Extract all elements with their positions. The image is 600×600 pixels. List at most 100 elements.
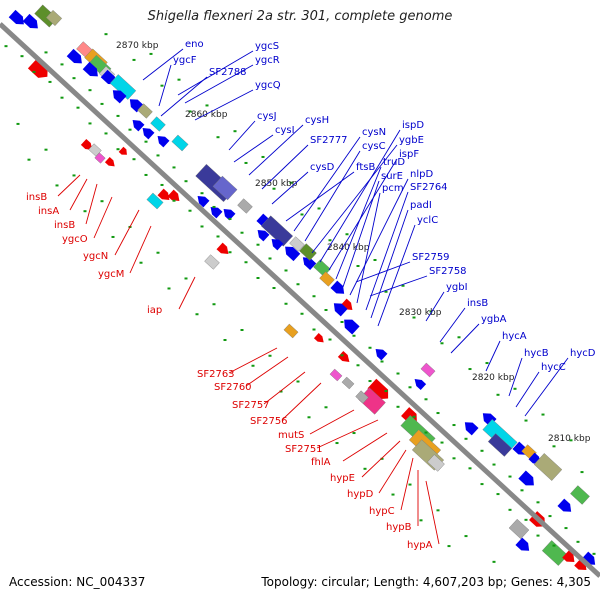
tick-mark xyxy=(419,519,423,522)
tick-mark xyxy=(20,55,24,58)
gene-arrow xyxy=(337,350,350,363)
leader-line xyxy=(369,275,428,297)
gene-label: cysN xyxy=(362,127,386,138)
tick-mark xyxy=(72,174,76,177)
tick-mark xyxy=(552,445,556,448)
leader-line xyxy=(356,192,381,304)
gene-label: insB xyxy=(467,298,488,309)
tick-mark xyxy=(508,508,512,511)
gene-label: ispF xyxy=(399,149,419,160)
tick-mark xyxy=(580,471,584,474)
feature-box xyxy=(570,485,590,505)
tick-mark xyxy=(296,283,300,286)
tick-mark xyxy=(268,354,272,357)
tick-mark xyxy=(380,360,384,363)
leader-line xyxy=(316,419,379,449)
gene-arrow xyxy=(515,537,530,551)
tick-mark xyxy=(172,199,176,202)
gene-label: ygbE xyxy=(399,135,424,146)
gene-arrow xyxy=(142,127,155,140)
gene-arrow xyxy=(333,303,348,317)
gene-label: cysI xyxy=(275,125,295,136)
gene-label: hycB xyxy=(524,348,549,359)
gene-arrow xyxy=(100,69,116,85)
gene-arrow xyxy=(330,280,345,294)
tick-mark xyxy=(356,265,360,267)
tick-mark xyxy=(524,518,528,521)
leader-line xyxy=(311,144,398,254)
tick-mark xyxy=(408,483,412,486)
gene-arrow xyxy=(313,333,324,343)
feature-box xyxy=(508,518,530,540)
tick-mark xyxy=(228,251,232,254)
gene-label: SF2788 xyxy=(209,67,247,78)
tick-mark xyxy=(240,329,244,331)
tick-mark xyxy=(384,290,388,293)
tick-mark xyxy=(212,303,216,306)
gene-arrow xyxy=(216,242,229,255)
tick-mark xyxy=(436,509,440,512)
gene-arrow xyxy=(257,229,270,242)
feature-box xyxy=(94,152,106,164)
tick-mark xyxy=(111,235,115,238)
tick-mark xyxy=(312,295,316,298)
tick-mark xyxy=(440,342,444,345)
tick-mark xyxy=(156,154,160,157)
gene-label: hycD xyxy=(570,348,596,359)
tick-mark xyxy=(272,187,276,190)
gene-label: hycC xyxy=(541,362,566,373)
gene-label: ftsB xyxy=(356,162,375,173)
gene-label: ispD xyxy=(402,120,424,131)
tick-mark xyxy=(468,368,472,371)
leader-line xyxy=(361,440,401,478)
tick-mark xyxy=(60,96,64,99)
tick-mark xyxy=(172,166,176,169)
feature-box xyxy=(533,453,563,481)
tick-mark xyxy=(160,183,164,186)
gene-arrow xyxy=(8,9,24,25)
leader-line xyxy=(114,209,140,256)
tick-mark xyxy=(335,442,339,445)
tick-mark xyxy=(496,393,500,396)
tick-mark xyxy=(436,412,440,415)
feature-box xyxy=(341,376,355,390)
leader-line xyxy=(178,276,196,310)
leader-line xyxy=(370,209,409,319)
tick-mark xyxy=(564,527,568,530)
tick-mark xyxy=(452,457,456,460)
genome-backbone xyxy=(0,22,600,578)
tick-mark xyxy=(100,200,104,203)
tick-mark xyxy=(352,432,356,435)
tick-mark xyxy=(139,261,143,264)
accession-text: Accession: NC_004337 xyxy=(9,575,146,589)
kbp-marker: 2820 kbp xyxy=(472,373,515,383)
gene-arrow xyxy=(167,189,180,202)
feature-box xyxy=(329,368,343,382)
tick-mark xyxy=(223,339,227,341)
gene-arrow xyxy=(82,61,98,77)
tick-mark xyxy=(569,439,573,442)
gene-label: cysH xyxy=(305,115,329,126)
leader-line xyxy=(342,432,388,462)
gene-label: hypB xyxy=(386,522,412,533)
gene-label: SF2764 xyxy=(410,182,448,193)
tick-mark xyxy=(88,89,92,92)
gene-label: insB xyxy=(26,192,47,203)
tick-mark xyxy=(244,161,248,164)
tick-mark xyxy=(452,424,456,427)
gene-arrow xyxy=(223,208,236,221)
tick-mark xyxy=(48,80,52,83)
tick-mark xyxy=(116,114,120,117)
tick-mark xyxy=(324,406,328,409)
gene-label: hypC xyxy=(369,506,395,517)
tick-mark xyxy=(513,387,517,390)
gene-arrow xyxy=(210,206,223,219)
gene-arrow xyxy=(344,319,360,335)
gene-arrow xyxy=(414,378,427,391)
tick-mark xyxy=(216,235,220,238)
leader-line xyxy=(129,225,152,274)
tick-mark xyxy=(524,419,528,422)
tick-mark xyxy=(100,102,104,105)
